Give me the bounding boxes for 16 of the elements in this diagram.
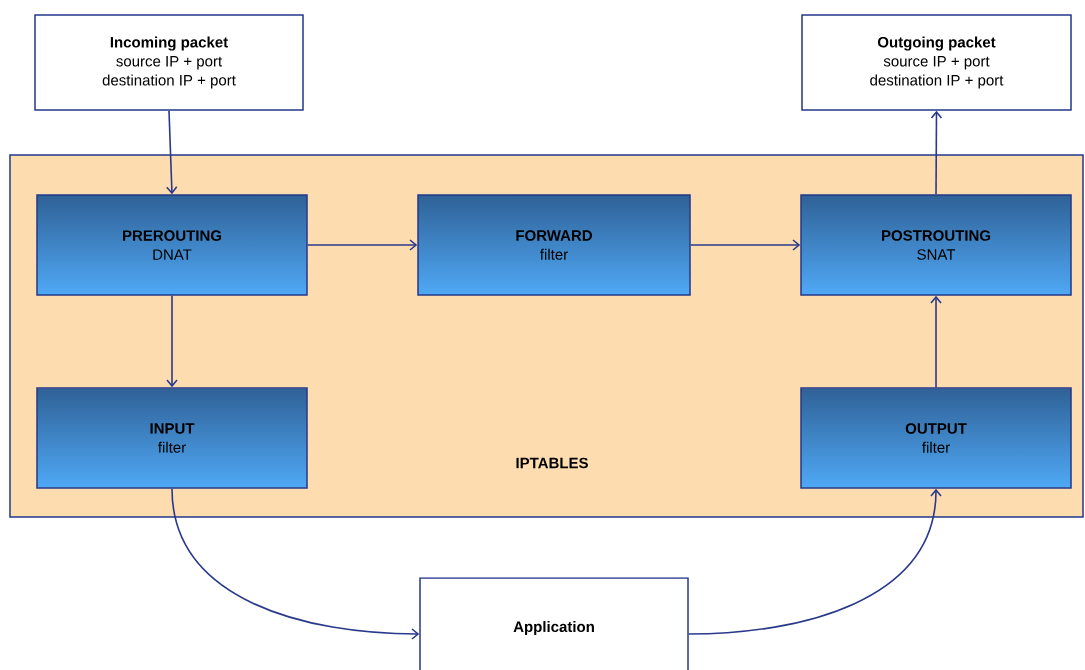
arrow	[687, 488, 942, 635]
chain-box: FORWARD filter	[417, 194, 691, 296]
process-box: Outgoing packet source IP + port destination IP + port	[801, 14, 1072, 111]
arrow	[689, 239, 801, 251]
arrow	[166, 294, 178, 388]
chain-box: POSTROUTING SNAT	[800, 194, 1072, 296]
process-box: Application	[419, 577, 689, 670]
arrow	[306, 239, 418, 251]
arrow	[171, 487, 420, 640]
chain-box: PREROUTING DNAT	[36, 194, 308, 296]
chain-box: INPUT filter	[36, 387, 308, 489]
arrow	[165, 109, 178, 195]
arrow	[930, 295, 942, 389]
chain-box: OUTPUT filter	[800, 387, 1072, 489]
arrow	[930, 110, 943, 196]
process-box: Incoming packet source IP + port destination IP + port	[34, 14, 304, 111]
